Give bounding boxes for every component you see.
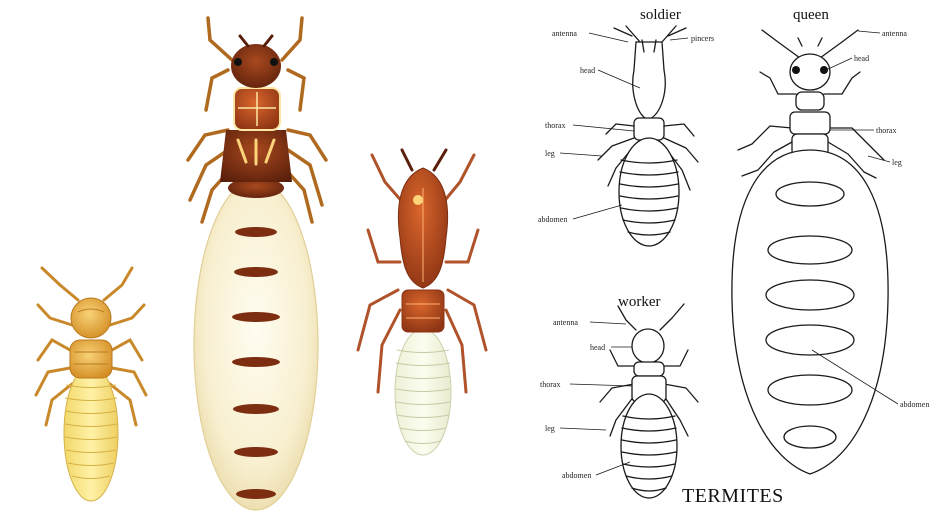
queen-leg-label: leg <box>892 158 902 167</box>
queen-line: queen <box>732 7 929 474</box>
queen-antenna-label: antenna <box>882 29 907 38</box>
queen-head-label: head <box>854 54 869 63</box>
soldier-pincers-label: pincers <box>691 34 714 43</box>
queen-thorax-label: thorax <box>876 126 896 135</box>
worker-head-label: head <box>590 343 605 352</box>
queen-title: queen <box>793 7 829 23</box>
color-illustration <box>36 18 486 510</box>
caption-termites: TERMITES <box>682 485 784 507</box>
soldier-color <box>358 150 486 455</box>
soldier-antenna-label: antenna <box>552 29 577 38</box>
worker-color <box>36 268 146 501</box>
soldier-thorax-label: thorax <box>545 121 565 130</box>
worker-title: worker <box>618 294 660 310</box>
soldier-head-label: head <box>580 66 595 75</box>
soldier-line: soldier antenna <box>538 7 714 246</box>
soldier-leg-label: leg <box>545 149 555 158</box>
worker-thorax-label: thorax <box>540 380 560 389</box>
worker-abdomen-label: abdomen <box>562 471 591 480</box>
line-diagram: soldier antenna <box>538 7 929 507</box>
worker-line: worker antenna head <box>540 294 698 498</box>
queen-abdomen-label: abdomen <box>900 400 929 409</box>
worker-antenna-label: antenna <box>553 318 578 327</box>
soldier-abdomen-label: abdomen <box>538 215 567 224</box>
soldier-title: soldier <box>640 7 681 23</box>
worker-leg-label: leg <box>545 424 555 433</box>
queen-color <box>188 18 326 510</box>
